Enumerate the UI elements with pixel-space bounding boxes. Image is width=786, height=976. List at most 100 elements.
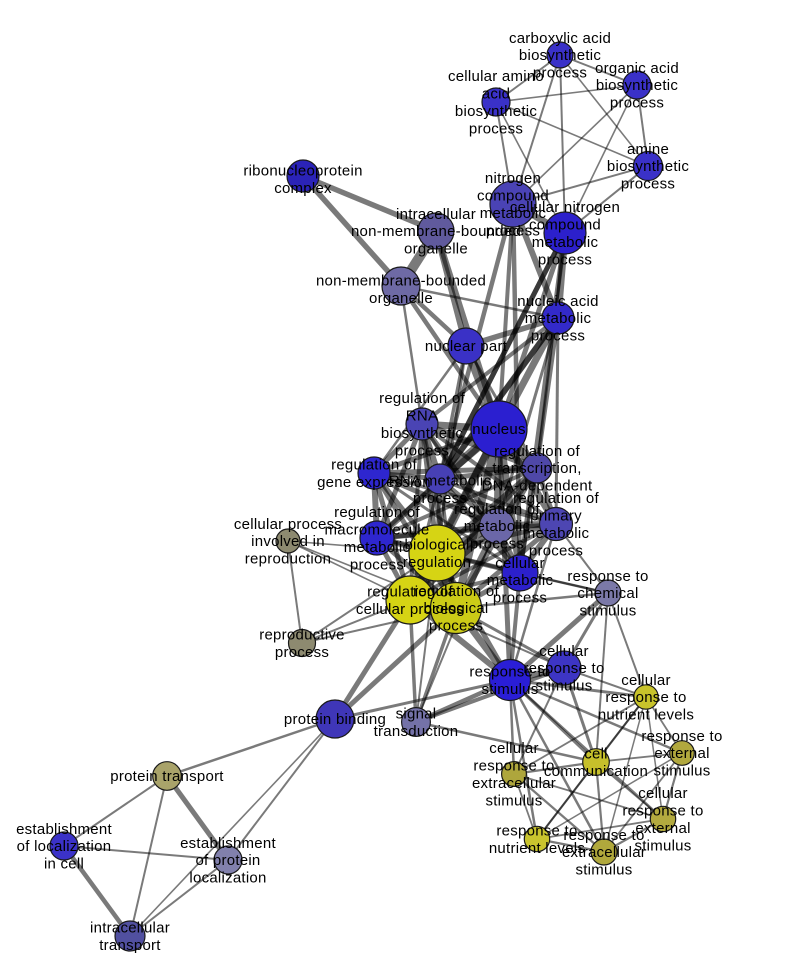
svg-text:stimulus: stimulus — [653, 763, 710, 780]
svg-text:biosynthetic: biosynthetic — [455, 103, 537, 120]
svg-text:cellular: cellular — [539, 643, 589, 660]
svg-text:biosynthetic: biosynthetic — [596, 77, 678, 94]
svg-text:cellular process: cellular process — [356, 601, 464, 618]
svg-text:stimulus: stimulus — [485, 792, 542, 809]
svg-text:cellular: cellular — [621, 672, 671, 689]
svg-text:regulation of: regulation of — [454, 501, 540, 518]
svg-text:nutrient levels: nutrient levels — [598, 707, 694, 724]
svg-text:gene expression: gene expression — [317, 474, 431, 491]
svg-text:cellular: cellular — [638, 785, 688, 802]
svg-text:RNA metabolic: RNA metabolic — [389, 473, 492, 490]
svg-text:process: process — [470, 536, 524, 553]
svg-text:communication: communication — [544, 763, 648, 780]
svg-text:amine: amine — [627, 141, 669, 158]
svg-text:process: process — [621, 176, 675, 193]
svg-text:metabolic: metabolic — [464, 518, 531, 535]
svg-text:regulation of: regulation of — [331, 457, 417, 474]
svg-text:extracellular: extracellular — [472, 775, 556, 792]
svg-text:macromolecule: macromolecule — [325, 522, 430, 539]
svg-text:organelle: organelle — [404, 241, 468, 258]
svg-text:complex: complex — [274, 180, 332, 197]
svg-text:response to: response to — [473, 758, 554, 775]
svg-text:stimulus: stimulus — [575, 862, 632, 879]
svg-text:non-membrane-bounded: non-membrane-bounded — [316, 273, 486, 290]
svg-text:of protein: of protein — [195, 852, 260, 869]
svg-text:reproduction: reproduction — [245, 551, 331, 568]
svg-text:extracellular: extracellular — [562, 844, 646, 861]
svg-text:signal: signal — [396, 706, 437, 723]
svg-text:transduction: transduction — [374, 723, 459, 740]
svg-text:biosynthetic: biosynthetic — [381, 425, 463, 442]
svg-text:nucleic acid: nucleic acid — [517, 293, 598, 310]
svg-text:regulation of: regulation of — [334, 504, 420, 521]
svg-text:carboxylic acid: carboxylic acid — [509, 30, 611, 47]
svg-text:compound: compound — [477, 188, 549, 205]
svg-text:stimulus: stimulus — [579, 603, 636, 620]
svg-text:response to: response to — [469, 664, 550, 681]
svg-text:acid: acid — [482, 86, 511, 103]
svg-text:nitrogen: nitrogen — [485, 170, 541, 187]
svg-text:regulation of: regulation of — [513, 490, 599, 507]
svg-text:process: process — [531, 328, 585, 345]
svg-text:establishment: establishment — [180, 835, 276, 852]
svg-text:cellular process: cellular process — [234, 516, 342, 533]
svg-text:cellular nitrogen: cellular nitrogen — [510, 199, 620, 216]
svg-text:metabolic: metabolic — [487, 572, 554, 589]
svg-text:response to: response to — [496, 823, 577, 840]
svg-text:nuclear part: nuclear part — [425, 338, 508, 355]
svg-text:transcription,: transcription, — [492, 460, 581, 477]
svg-text:intracellular: intracellular — [90, 920, 170, 937]
svg-text:regulation of: regulation of — [494, 443, 580, 460]
svg-text:protein transport: protein transport — [110, 768, 224, 785]
svg-text:response to: response to — [567, 568, 648, 585]
svg-text:process: process — [493, 590, 547, 607]
svg-text:non-membrane-bounded: non-membrane-bounded — [351, 223, 521, 240]
svg-text:organic acid: organic acid — [595, 60, 679, 77]
svg-text:organelle: organelle — [369, 290, 433, 307]
svg-text:localization: localization — [189, 870, 266, 887]
svg-text:response to: response to — [523, 660, 604, 677]
svg-text:response to: response to — [563, 827, 644, 844]
svg-text:regulation of: regulation of — [367, 584, 453, 601]
svg-text:biological: biological — [423, 600, 488, 617]
svg-text:process: process — [413, 490, 467, 507]
svg-text:chemical: chemical — [577, 585, 638, 602]
svg-text:nucleus: nucleus — [472, 421, 525, 438]
svg-text:process: process — [469, 120, 523, 137]
svg-text:biosynthetic: biosynthetic — [607, 158, 689, 175]
svg-text:primary: primary — [530, 508, 582, 525]
svg-text:regulation: regulation — [403, 554, 471, 571]
svg-text:RNA: RNA — [406, 408, 438, 425]
svg-text:process: process — [486, 222, 540, 239]
svg-text:biosynthetic: biosynthetic — [519, 47, 601, 64]
svg-text:intracellular: intracellular — [396, 206, 476, 223]
svg-text:process: process — [395, 442, 449, 459]
svg-text:response to: response to — [622, 803, 703, 820]
svg-text:transport: transport — [99, 937, 161, 954]
svg-text:cellular: cellular — [495, 555, 545, 572]
svg-text:metabolic: metabolic — [480, 205, 547, 222]
svg-text:process: process — [610, 95, 664, 112]
svg-text:regulation of: regulation of — [413, 583, 499, 600]
svg-text:response to: response to — [605, 689, 686, 706]
svg-text:metabolic: metabolic — [532, 234, 599, 251]
svg-text:process: process — [533, 65, 587, 82]
svg-text:DNA-dependent: DNA-dependent — [482, 478, 593, 495]
svg-text:ribonucleoprotein: ribonucleoprotein — [243, 163, 362, 180]
svg-text:involved in: involved in — [251, 533, 325, 550]
svg-text:metabolic: metabolic — [525, 310, 592, 327]
svg-text:process: process — [538, 251, 592, 268]
svg-text:of localization: of localization — [17, 838, 112, 855]
svg-text:reproductive: reproductive — [259, 627, 345, 644]
svg-text:nutrient levels: nutrient levels — [489, 840, 585, 857]
svg-text:process: process — [429, 618, 483, 635]
svg-text:stimulus: stimulus — [634, 837, 691, 854]
svg-text:metabolic: metabolic — [344, 539, 411, 556]
svg-text:process: process — [350, 556, 404, 573]
svg-text:biological: biological — [404, 537, 469, 554]
svg-text:metabolic: metabolic — [523, 525, 590, 542]
svg-text:external: external — [635, 820, 690, 837]
svg-text:process: process — [275, 644, 329, 661]
svg-text:cellular amino: cellular amino — [448, 68, 544, 85]
svg-text:regulation of: regulation of — [379, 390, 465, 407]
